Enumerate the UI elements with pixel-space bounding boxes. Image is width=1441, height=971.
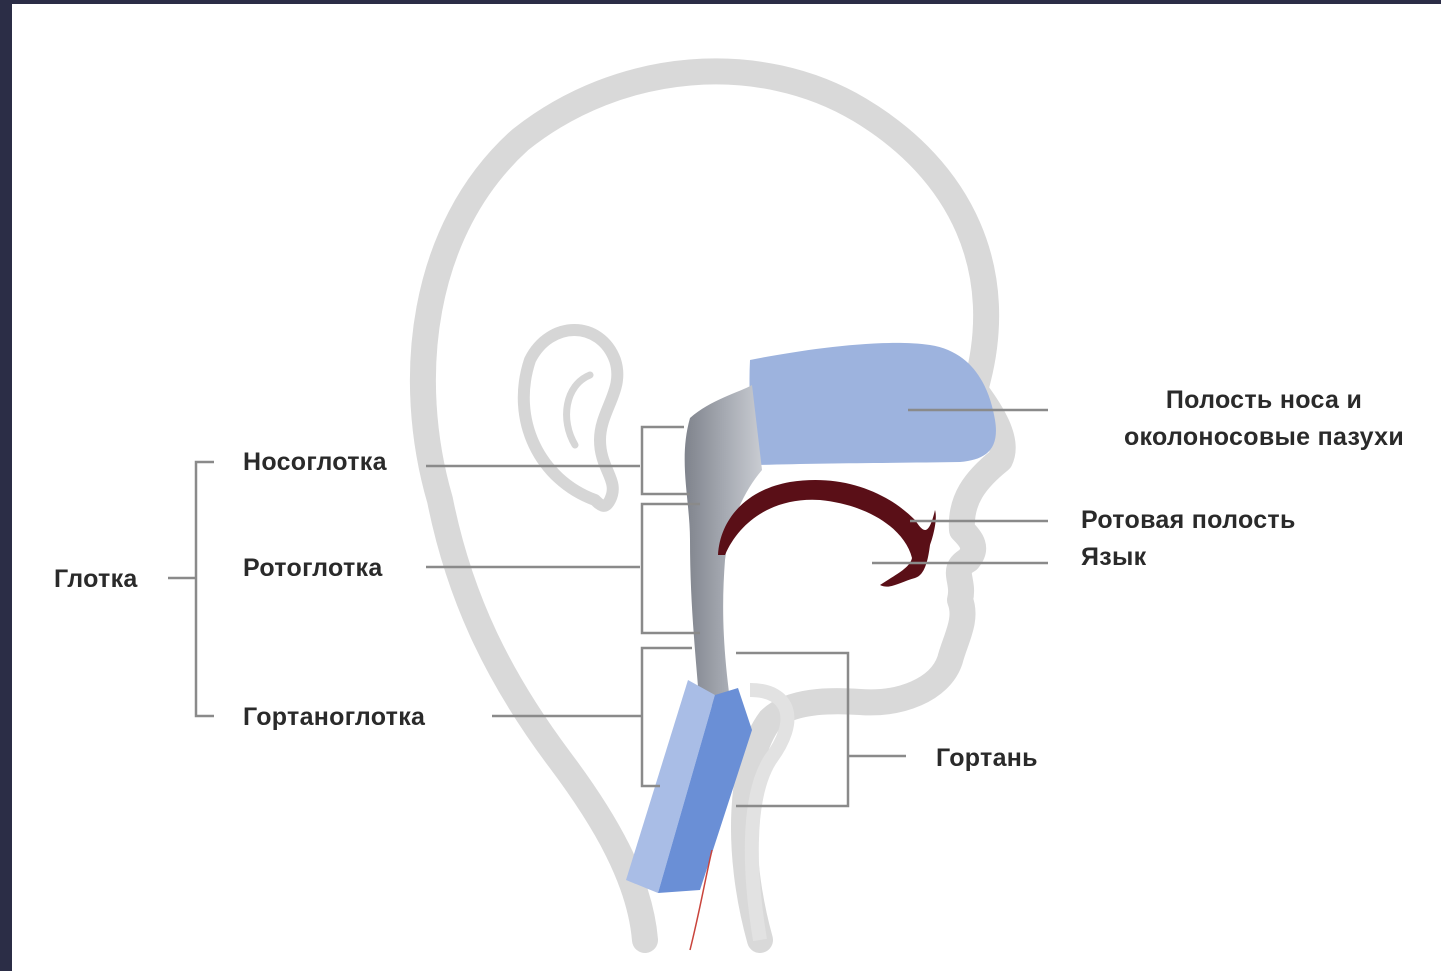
label-oropharynx: Ротоглотка bbox=[243, 554, 383, 583]
label-laryngopharynx: Гортаноглотка bbox=[243, 703, 425, 732]
label-tongue: Язык bbox=[1081, 543, 1146, 572]
label-pharynx: Глотка bbox=[54, 565, 138, 594]
label-oral-cavity: Ротовая полость bbox=[1081, 506, 1296, 535]
diagram-frame: Глотка Носоглотка Ротоглотка Гортаноглот… bbox=[12, 4, 1441, 971]
label-nasal-cavity-line1: Полость носа и bbox=[1094, 382, 1434, 419]
tongue-shape bbox=[718, 480, 936, 587]
ear bbox=[524, 330, 618, 506]
label-nasopharynx: Носоглотка bbox=[243, 448, 387, 477]
head-anatomy-diagram bbox=[12, 4, 1441, 971]
label-larynx: Гортань bbox=[936, 744, 1038, 773]
label-nasal-cavity-line2: околоносовые пазухи bbox=[1094, 419, 1434, 456]
label-nasal-cavity: Полость носа и околоносовые пазухи bbox=[1094, 382, 1434, 456]
nasal-cavity-shape bbox=[749, 343, 995, 465]
